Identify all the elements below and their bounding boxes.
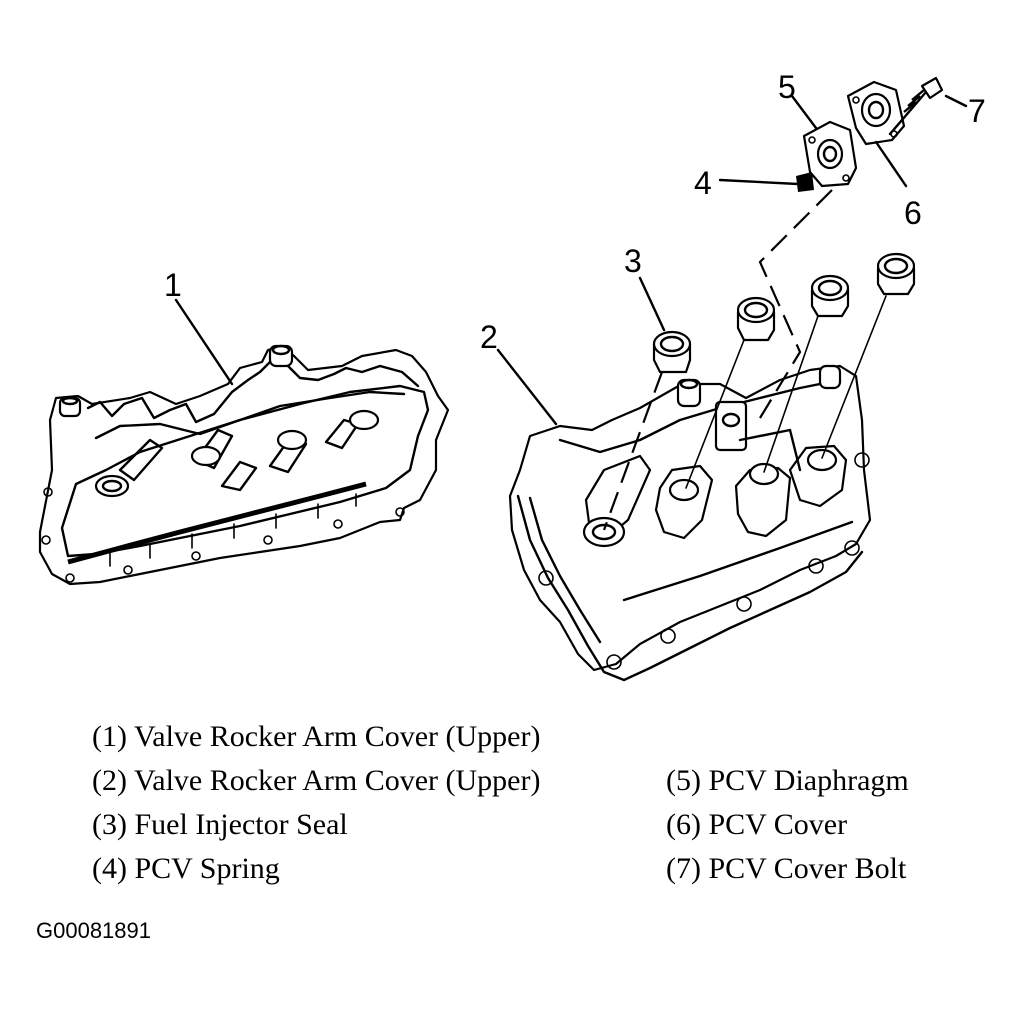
callout-6: 6 <box>904 195 922 231</box>
callout-2: 2 <box>480 319 498 355</box>
fuel-injector-seal <box>810 274 850 318</box>
figure-id: G00081891 <box>36 918 151 943</box>
valve-rocker-arm-cover-upper-part-1 <box>38 298 450 586</box>
legend-item-5: (5) PCV Diaphragm <box>666 764 909 797</box>
fuel-injector-seal <box>876 252 916 296</box>
pcv-cover <box>846 80 908 188</box>
callout-1: 1 <box>164 267 182 303</box>
callout-5: 5 <box>778 69 796 105</box>
pcv-spring <box>718 172 814 192</box>
legend-item-2: (2) Valve Rocker Arm Cover (Upper) <box>92 764 541 797</box>
callout-4: 4 <box>694 165 712 201</box>
legend-item-7: (7) PCV Cover Bolt <box>666 852 907 885</box>
pcv-cover-bolt <box>888 76 968 136</box>
pcv-diaphragm <box>790 94 858 188</box>
callout-3: 3 <box>624 243 642 279</box>
fuel-injector-seals <box>602 252 916 531</box>
pcv-alignment-dashed-line <box>758 189 833 419</box>
fuel-injector-seal <box>736 296 776 342</box>
fuel-injector-seal <box>652 330 692 374</box>
legend-item-4: (4) PCV Spring <box>92 852 280 885</box>
legend-item-1: (1) Valve Rocker Arm Cover (Upper) <box>92 720 541 753</box>
legend-item-3: (3) Fuel Injector Seal <box>92 808 348 841</box>
valve-rocker-arm-cover-upper-part-2 <box>496 348 872 682</box>
callout-7: 7 <box>968 93 986 129</box>
legend-item-6: (6) PCV Cover <box>666 808 848 841</box>
